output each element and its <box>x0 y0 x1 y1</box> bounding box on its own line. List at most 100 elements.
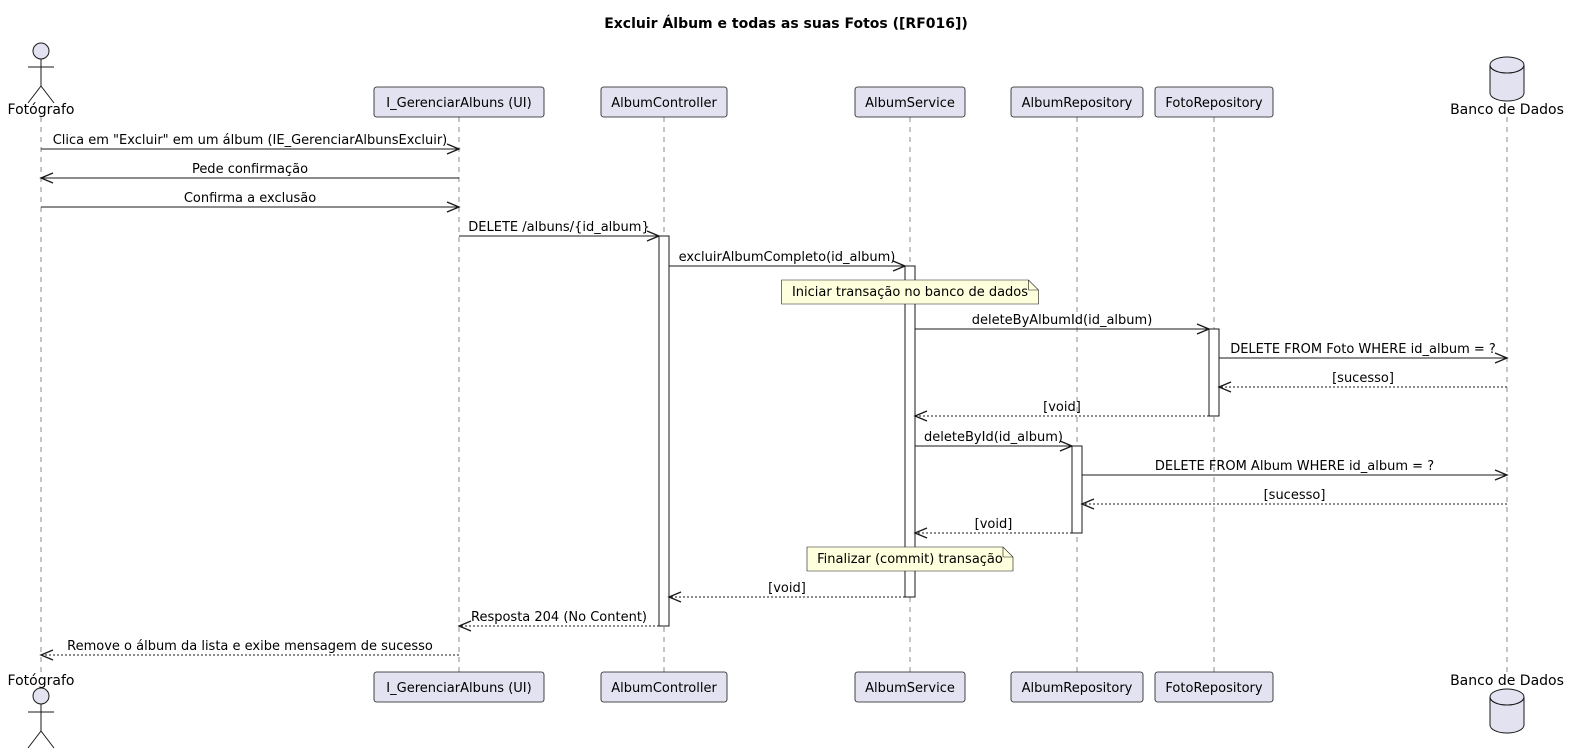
activation-bar-service <box>904 265 916 598</box>
participant-label: AlbumRepository <box>1022 681 1133 696</box>
arrowhead <box>1059 440 1074 452</box>
arrowhead <box>39 649 54 661</box>
arrowhead <box>446 201 461 213</box>
participant-label: AlbumService <box>865 681 955 696</box>
message-label: Confirma a exclusão <box>184 191 316 206</box>
message-2: Pede confirmação <box>39 162 459 184</box>
message-label: excluirAlbumCompleto(id_album) <box>679 250 896 265</box>
participant-label: Fotógrafo <box>8 102 75 118</box>
message-label: Remove o álbum da lista e exibe mensagem… <box>67 639 433 654</box>
note-text: Iniciar transação no banco de dados <box>792 285 1028 300</box>
arrowhead <box>1494 352 1509 364</box>
message-label: Pede confirmação <box>192 162 308 177</box>
message-12: [sucesso] <box>1080 488 1507 510</box>
message-label: DELETE /albuns/{id_album} <box>468 220 649 235</box>
arrowhead <box>892 260 907 272</box>
message-label: DELETE FROM Foto WHERE id_album = ? <box>1230 342 1496 357</box>
message-label: [void] <box>768 581 806 596</box>
notes: Iniciar transação no banco de dadosFinal… <box>781 279 1039 572</box>
arrowhead <box>1080 498 1095 510</box>
participant-controller-bottom: AlbumController <box>600 671 728 703</box>
top-db-database-icon <box>1489 56 1525 102</box>
participant-db-top: Banco de Dados <box>1450 56 1564 118</box>
participant-label: I_GerenciarAlbuns (UI) <box>386 96 531 111</box>
participant-label: AlbumService <box>865 96 955 111</box>
message-10: deleteById(id_album) <box>915 430 1074 452</box>
message-label: Clica em "Excluir" em um álbum (IE_Geren… <box>53 133 448 148</box>
participant-fotorepo-bottom: FotoRepository <box>1154 671 1274 703</box>
message-3: Confirma a exclusão <box>41 191 461 213</box>
message-7: DELETE FROM Foto WHERE id_album = ? <box>1219 342 1509 364</box>
bottom-db-database-icon <box>1489 688 1525 734</box>
top-fotografo-actor-icon <box>27 42 55 104</box>
arrowhead <box>446 143 461 155</box>
message-1: Clica em "Excluir" em um álbum (IE_Geren… <box>41 133 461 155</box>
participant-label: AlbumController <box>611 96 717 111</box>
participant-label: Banco de Dados <box>1450 102 1564 118</box>
participant-box <box>854 671 966 703</box>
participant-label: I_GerenciarAlbuns (UI) <box>386 681 531 696</box>
participant-box <box>373 671 545 703</box>
participant-label: Fotógrafo <box>8 673 75 689</box>
message-4: DELETE /albuns/{id_album} <box>459 220 661 242</box>
arrowhead <box>1494 469 1509 481</box>
participant-box <box>600 86 728 118</box>
message-label: [sucesso] <box>1264 488 1326 503</box>
message-label: DELETE FROM Album WHERE id_album = ? <box>1155 459 1434 474</box>
diagram-title: Excluir Álbum e todas as suas Fotos ([RF… <box>604 15 968 32</box>
participant-box <box>1154 86 1274 118</box>
participant-fotografo-bottom: Fotógrafo <box>8 673 75 749</box>
participant-ui-bottom: I_GerenciarAlbuns (UI) <box>373 671 545 703</box>
participant-service-top: AlbumService <box>854 86 966 118</box>
message-14: [void] <box>667 581 905 603</box>
arrowhead <box>913 527 928 539</box>
participant-service-bottom: AlbumService <box>854 671 966 703</box>
participant-label: FotoRepository <box>1165 681 1262 696</box>
participant-albumrepo-top: AlbumRepository <box>1010 86 1144 118</box>
activation-bars <box>658 235 1220 627</box>
message-label: [void] <box>1043 400 1081 415</box>
message-13: [void] <box>913 517 1072 539</box>
participant-box <box>1010 86 1144 118</box>
participant-box <box>854 86 966 118</box>
message-6: deleteByAlbumId(id_album) <box>915 313 1211 335</box>
participant-fotorepo-top: FotoRepository <box>1154 86 1274 118</box>
message-5: excluirAlbumCompleto(id_album) <box>669 250 907 272</box>
participant-controller-top: AlbumController <box>600 86 728 118</box>
participant-box <box>1154 671 1274 703</box>
participant-label: FotoRepository <box>1165 96 1262 111</box>
message-label: deleteByAlbumId(id_album) <box>972 313 1153 328</box>
participant-box <box>373 86 545 118</box>
arrowhead <box>913 410 928 422</box>
message-label: [void] <box>975 517 1013 532</box>
participant-box <box>600 671 728 703</box>
note-shape <box>781 279 1039 305</box>
message-label: deleteById(id_album) <box>924 430 1063 445</box>
note-2: Finalizar (commit) transação <box>806 546 1014 572</box>
participant-box <box>1010 671 1144 703</box>
participant-albumrepo-bottom: AlbumRepository <box>1010 671 1144 703</box>
bottom-fotografo-actor-icon <box>27 687 55 749</box>
message-label: Resposta 204 (No Content) <box>471 610 647 625</box>
participant-ui-top: I_GerenciarAlbuns (UI) <box>373 86 545 118</box>
arrowhead <box>1217 381 1232 393</box>
participant-fotografo-top: Fotógrafo <box>8 42 75 118</box>
note-text: Finalizar (commit) transação <box>817 552 1003 567</box>
arrowhead <box>1196 323 1211 335</box>
arrowhead <box>646 230 661 242</box>
activation-bar-fotorepo <box>1208 328 1220 417</box>
note-fold <box>1028 280 1039 291</box>
activation-bar-albumrepo <box>1071 445 1083 534</box>
note-fold <box>1002 547 1013 558</box>
participant-label: AlbumRepository <box>1022 96 1133 111</box>
message-9: [void] <box>913 400 1209 422</box>
message-8: [sucesso] <box>1217 371 1507 393</box>
message-label: [sucesso] <box>1332 371 1394 386</box>
arrowhead <box>39 172 54 184</box>
note-1: Iniciar transação no banco de dados <box>781 279 1039 305</box>
participant-db-bottom: Banco de Dados <box>1450 673 1564 734</box>
message-11: DELETE FROM Album WHERE id_album = ? <box>1082 459 1509 481</box>
messages: Clica em "Excluir" em um álbum (IE_Geren… <box>39 133 1509 661</box>
